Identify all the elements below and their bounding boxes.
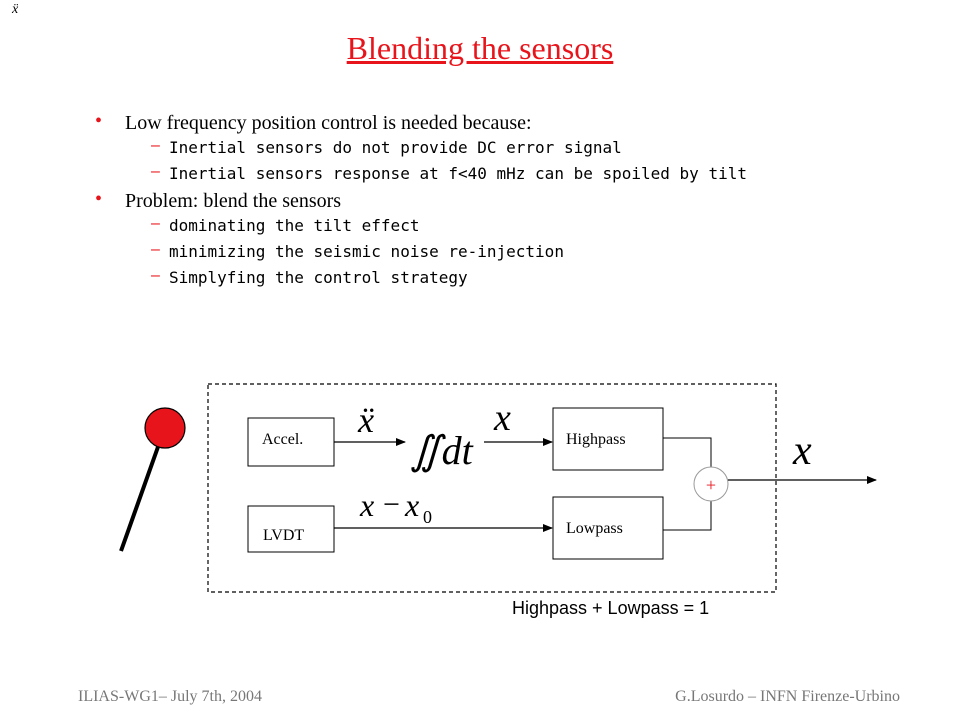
- bullet-text: Low frequency position control is needed…: [125, 112, 532, 134]
- lowpass-label: Lowpass: [566, 520, 623, 537]
- lvdt-signal-subscript: 0: [423, 507, 432, 527]
- bullet-dot-icon: •: [95, 188, 103, 210]
- summing-node: [693, 466, 729, 502]
- accel-label: Accel.: [262, 431, 303, 448]
- sub-bullet-list: –Inertial sensors do not provide DC erro…: [125, 137, 915, 183]
- sum-symbol: +: [706, 475, 716, 495]
- slide-title: Blending the sensors: [346, 30, 614, 66]
- lvdt-signal-operator: −: [383, 488, 400, 521]
- dash-icon: –: [151, 163, 160, 180]
- output-signal: x: [792, 428, 812, 474]
- highpass-label: Highpass: [566, 431, 626, 448]
- sub-bullet-item: –dominating the tilt effect: [125, 215, 915, 235]
- highpass-box: [552, 407, 664, 471]
- footer-right: G.Losurdo – INFN Firenze-Urbino: [675, 688, 900, 705]
- lowpass-wire: [663, 501, 712, 531]
- dash-icon: –: [151, 215, 160, 232]
- pendulum-rod: [119, 429, 166, 552]
- sub-bullet-text: Inertial sensors response at f<40 mHz ca…: [169, 164, 747, 183]
- accel-box: [247, 417, 335, 467]
- integrated-signal: x: [493, 397, 511, 439]
- dash-icon: –: [151, 241, 160, 258]
- bullet-text: Problem: blend the sensors: [125, 190, 342, 212]
- bullet-item: • Low frequency position control is need…: [95, 110, 915, 183]
- pendulum-mass: [144, 407, 186, 449]
- sub-bullet-item: –minimizing the seismic noise re-injecti…: [125, 241, 915, 261]
- lvdt-box: [247, 505, 335, 553]
- bullet-item: • Problem: blend the sensors –dominating…: [95, 188, 915, 287]
- sub-bullet-text: Simplyfing the control strategy: [169, 268, 468, 287]
- accel-signal: ẍ: [357, 400, 374, 440]
- sub-bullet-text: minimizing the seismic noise re-injectio…: [169, 242, 564, 261]
- sub-bullet-text: dominating the tilt effect: [169, 216, 420, 235]
- dashed-enclosure: [207, 383, 777, 593]
- lvdt-label: LVDT: [263, 527, 304, 544]
- sub-bullet-list: –dominating the tilt effect –minimizing …: [125, 215, 915, 287]
- highpass-wire: [663, 437, 712, 467]
- dash-icon: –: [151, 267, 160, 284]
- dash-icon: –: [151, 137, 160, 154]
- footer-left: ILIAS-WG1– July 7th, 2004: [78, 688, 262, 705]
- lowpass-box: [552, 496, 664, 560]
- sub-bullet-item: –Inertial sensors do not provide DC erro…: [125, 137, 915, 157]
- lvdt-signal-x: x: [359, 487, 374, 523]
- bullet-list: • Low frequency position control is need…: [95, 100, 915, 294]
- bullet-dot-icon: •: [95, 110, 103, 132]
- corner-symbol: ẍ: [12, 2, 19, 17]
- lvdt-signal-x0: x: [404, 487, 419, 523]
- sub-bullet-item: –Simplyfing the control strategy: [125, 267, 915, 287]
- integral-operator: ∬dt: [410, 428, 474, 473]
- blend-formula: Highpass + Lowpass = 1: [512, 598, 710, 618]
- sub-bullet-text: Inertial sensors do not provide DC error…: [169, 138, 622, 157]
- sub-bullet-item: –Inertial sensors response at f<40 mHz c…: [125, 163, 915, 183]
